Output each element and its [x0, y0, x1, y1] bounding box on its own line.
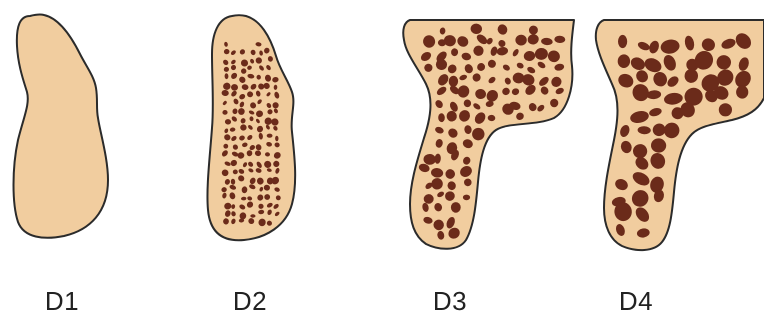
bone-d3-pore [463, 195, 470, 201]
bone-d1 [14, 15, 109, 238]
label-d3: D3 [410, 286, 490, 317]
bone-d4-pore [618, 35, 627, 48]
bone-d2 [207, 15, 295, 240]
bone-d4-pore [719, 103, 732, 116]
bone-d3 [403, 20, 574, 249]
bone-d4 [596, 20, 764, 250]
label-d1: D1 [22, 286, 102, 317]
bone-d3-pore [451, 202, 461, 213]
bone-d3-pore [550, 99, 558, 108]
bone-d1-outline [14, 15, 109, 238]
label-d2: D2 [210, 286, 290, 317]
label-d4: D4 [596, 286, 676, 317]
bone-d2-pore [267, 134, 273, 138]
